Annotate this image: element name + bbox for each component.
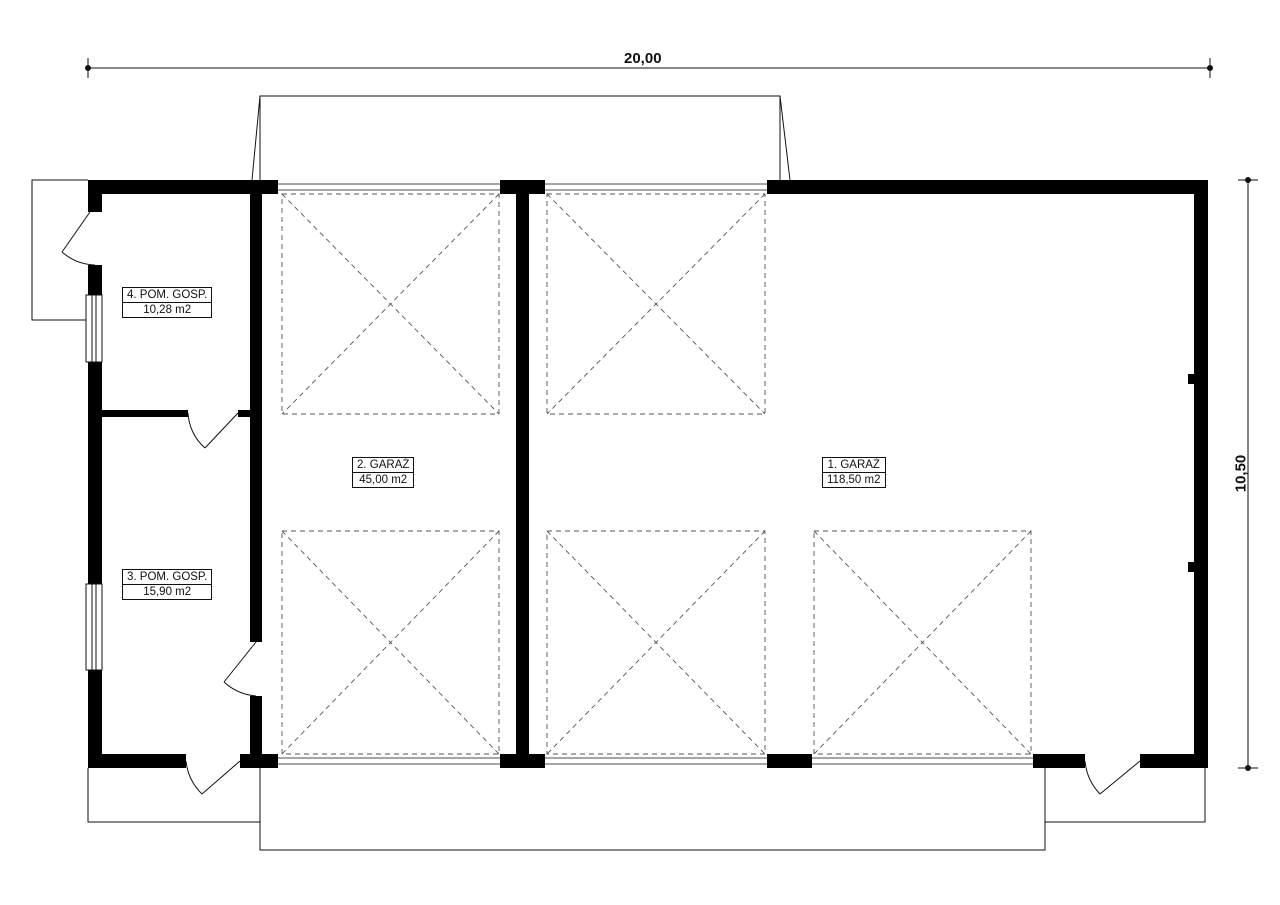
walls [88, 180, 1208, 768]
depth-dimension-label: 10,50 [1232, 454, 1250, 493]
room-area: 45,00 m2 [359, 474, 408, 486]
room-area: 10,28 m2 [143, 304, 192, 316]
garage-doors [278, 183, 1033, 765]
room-area: 118,50 m2 [827, 474, 881, 486]
room-area: 15,90 m2 [143, 586, 192, 598]
room-name: 2. GARAŻ [353, 458, 414, 473]
room-label-service-room-3: 3. POM. GOSP. 15,90 m2 [122, 569, 213, 600]
parking-bays [281, 193, 1032, 755]
depth-dimension-line [1238, 177, 1258, 771]
windows [85, 294, 103, 671]
room-name: 4. POM. GOSP. [123, 288, 212, 303]
room-label-service-room-4: 4. POM. GOSP. 10,28 m2 [122, 287, 213, 318]
width-dimension-label: 20,00 [624, 50, 662, 67]
canopy-outlines [31, 95, 1206, 851]
width-dimension-line [85, 58, 1213, 78]
room-name: 1. GARAŻ [823, 458, 885, 473]
doors [61, 211, 1141, 795]
room-label-garage-2: 2. GARAŻ 45,00 m2 [352, 457, 415, 488]
room-label-garage-1: 1. GARAŻ 118,50 m2 [822, 457, 886, 488]
room-name: 3. POM. GOSP. [123, 570, 212, 585]
